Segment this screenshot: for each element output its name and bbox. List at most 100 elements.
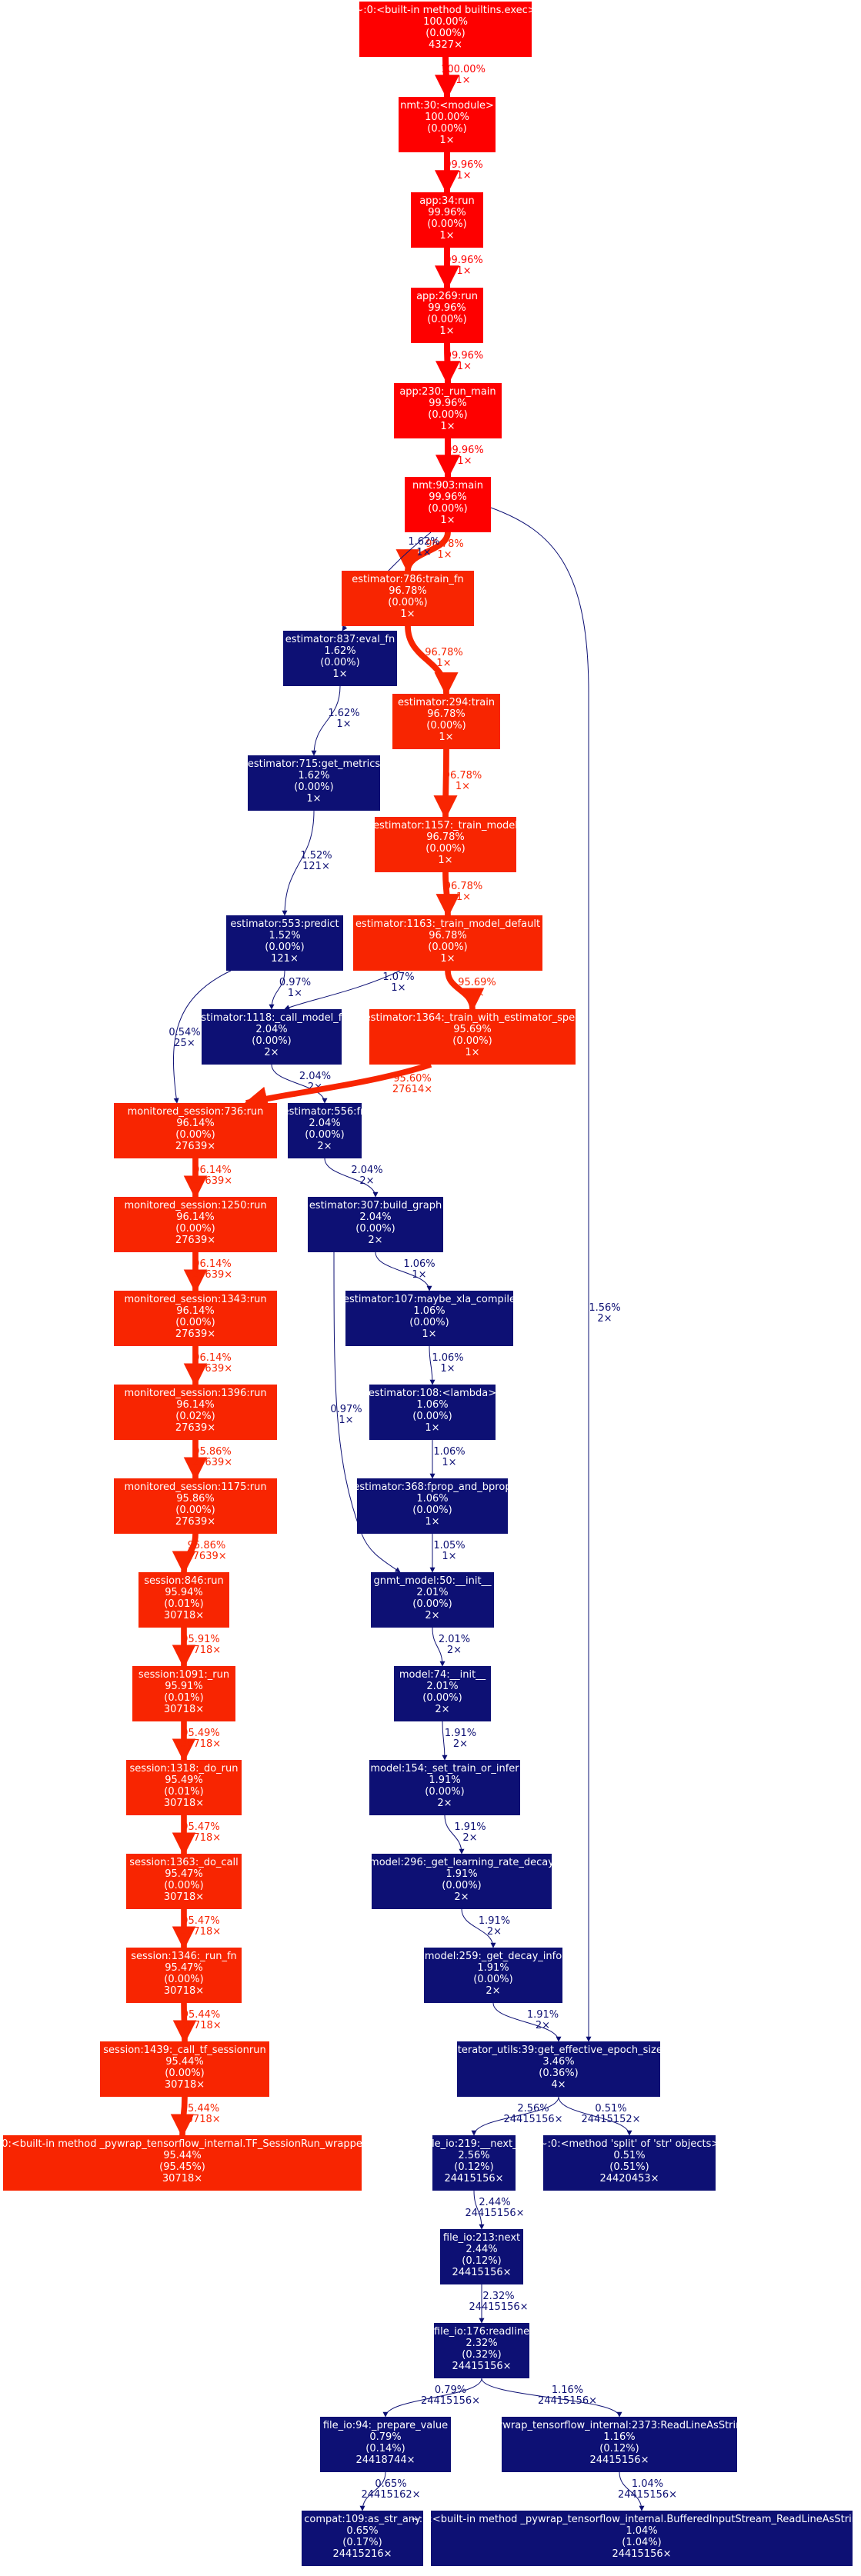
node-stat: 27639× (175, 1235, 215, 1246)
node-stat: (0.00%) (428, 503, 467, 515)
edge-line (473, 2190, 485, 2230)
edge-label: 1.91% (527, 2009, 559, 2021)
node-stat: 2× (264, 1047, 279, 1058)
edge-n38-n40: 2.44%24415156× (465, 2190, 525, 2230)
node-stat: 27639× (175, 1328, 215, 1340)
node-stat: (0.02%) (175, 1411, 215, 1422)
node-function-name: file_io:219:__next__ (425, 2138, 523, 2150)
node-function-name: estimator:1163:_train_model_default (355, 918, 540, 930)
edge-line (442, 1721, 448, 1761)
node-function-name: estimator:556:fn (283, 1106, 367, 1118)
node-stat: 1× (439, 731, 453, 743)
edge-label: 1× (437, 549, 452, 561)
edge-n11-n15: 0.54%25× (169, 970, 232, 1104)
node-stat: 1.06% (413, 1305, 445, 1317)
node-n16: estimator:556:fn2.04%(0.00%)2× (283, 1103, 367, 1158)
edge-label: 1× (442, 1457, 456, 1468)
node-stat: (0.32%) (462, 2349, 501, 2361)
node-stat: 2.04% (309, 1118, 340, 1129)
node-stat: 2.56% (458, 2150, 489, 2161)
edge-n31-n33: 95.47%30718× (172, 1909, 221, 1951)
node-stat: 2.44% (466, 2244, 497, 2255)
node-function-name: model:154:_set_train_or_infer (370, 1763, 519, 1775)
node-stat: (0.00%) (164, 1974, 203, 1985)
edge-label: 30718× (181, 1926, 221, 1938)
edge-label: 0.97% (279, 977, 311, 988)
edge-line (558, 2096, 632, 2136)
node-function-name: estimator:1364:_train_with_estimator_spe… (365, 1012, 581, 1024)
edge-line (492, 2002, 562, 2042)
node-box (126, 1760, 242, 1815)
edge-n36-n39: 0.51%24415152× (558, 2096, 641, 2136)
edge-line (375, 1251, 432, 1291)
edge-line (324, 1158, 379, 1198)
node-stat: 99.96% (429, 492, 467, 503)
edge-label: 1× (456, 75, 470, 86)
node-box (114, 1385, 277, 1440)
edge-line (436, 342, 460, 386)
edge-label: 27639× (192, 1363, 232, 1375)
edge-label: 95.44% (182, 2103, 220, 2114)
node-n32: model:296:_get_learning_rate_decay1.91%(… (369, 1854, 554, 1909)
node-box (308, 1197, 443, 1252)
node-function-name: monitored_session:1343:run (124, 1294, 266, 1305)
node-stat: 1× (439, 325, 454, 337)
node-stat: 1× (400, 608, 415, 620)
node-stat: 1× (422, 1328, 436, 1340)
node-function-name: pywrap_tensorflow_internal:2373:ReadLine… (490, 2420, 748, 2431)
node-box (411, 192, 483, 248)
node-function-name: session:1346:_run_fn (131, 1951, 237, 1962)
node-n37: ~:0:<built-in method _pywrap_tensorflow_… (0, 2135, 375, 2191)
node-n30: model:154:_set_train_or_infer1.91%(0.00%… (369, 1760, 520, 1815)
edge-label: 30718× (181, 2020, 221, 2031)
edge-line (444, 1815, 465, 1855)
edge-label: 95.47% (182, 1821, 220, 1833)
node-stat: (0.51%) (609, 2161, 649, 2173)
node-box (372, 1854, 552, 1909)
node-stat: (0.00%) (252, 1035, 291, 1047)
edge-n14-n15: 95.60%27614× (244, 1061, 432, 1110)
edge-n5-n6: 96.78%1× (395, 532, 464, 574)
edge-label: 2× (453, 1738, 468, 1750)
node-function-name: app:269:run (416, 291, 478, 302)
edge-n32-n34: 1.91%2× (461, 1908, 510, 1948)
node-stat: 1× (465, 1047, 479, 1058)
edge-label: 1× (412, 1269, 426, 1281)
edge-n18-n20: 1.06%1× (375, 1251, 436, 1291)
edge-line (619, 2471, 645, 2511)
node-stat: (0.01%) (164, 1598, 203, 1610)
node-stat: 24415216× (332, 2548, 392, 2560)
edge-label: 95.60% (393, 1073, 432, 1085)
node-stat: (0.00%) (422, 1692, 462, 1704)
node-box (392, 694, 500, 749)
node-stat: 2.32% (466, 2338, 497, 2349)
edge-n21-n23: 95.86%27639× (183, 1440, 232, 1481)
node-function-name: estimator:715:get_metrics (248, 758, 381, 770)
node-stat: 30718× (164, 1610, 204, 1621)
edge-label: 2.32% (482, 2291, 514, 2302)
node-function-name: file_io:94:_prepare_value (323, 2420, 448, 2431)
edge-label: 2.04% (299, 1071, 331, 1082)
edge-label: 96.14% (193, 1165, 232, 1176)
node-stat: 1× (425, 1516, 439, 1528)
node-function-name: app:230:_run_main (399, 386, 496, 398)
node-stat: 2.04% (359, 1211, 391, 1223)
edge-n20-n22: 1.06%1× (429, 1345, 464, 1385)
node-stat: (0.00%) (412, 1411, 452, 1422)
node-box (100, 2041, 269, 2097)
edge-label: 24415156× (538, 2395, 597, 2407)
edge-label: 2.44% (479, 2197, 510, 2208)
edge-label: 96.78% (425, 647, 463, 658)
node-stat: 96.14% (176, 1118, 215, 1129)
edge-label: 99.96% (445, 255, 483, 266)
edge-n26-n28: 2.01%2× (432, 1627, 470, 1667)
edge-label: 1.91% (479, 1915, 510, 1927)
edge-n25-n27: 95.91%30718× (172, 1628, 221, 1669)
node-stat: 95.44% (163, 2150, 202, 2161)
edge-line (382, 2378, 482, 2418)
